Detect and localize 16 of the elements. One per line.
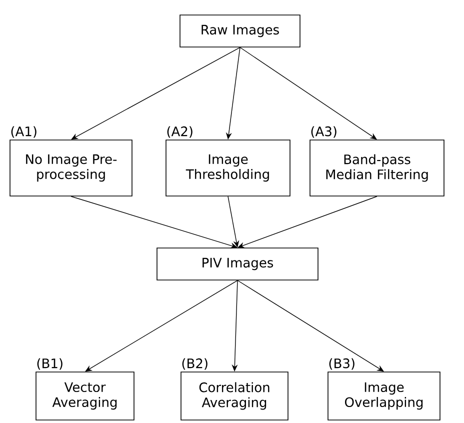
step-label: (A3) (311, 126, 336, 138)
step-label: (B1) (37, 358, 62, 370)
step-label: (B3) (329, 358, 354, 370)
process-box: Image Overlapping (328, 372, 440, 420)
process-box: Band-pass Median Filtering (310, 140, 444, 196)
process-box: PIV Images (156, 248, 318, 280)
step-label: (A1) (11, 126, 36, 138)
step-label: (A2) (167, 126, 192, 138)
process-box: Raw Images (180, 14, 300, 48)
process-box: Image Thresholding (166, 140, 290, 196)
process-box: Correlation Averaging (180, 372, 288, 420)
process-box: Vector Averaging (36, 372, 134, 420)
step-label: (B2) (182, 358, 208, 370)
arrow (71, 47, 240, 140)
process-box: No Image Pre-processing (10, 140, 132, 196)
arrow (238, 196, 378, 248)
